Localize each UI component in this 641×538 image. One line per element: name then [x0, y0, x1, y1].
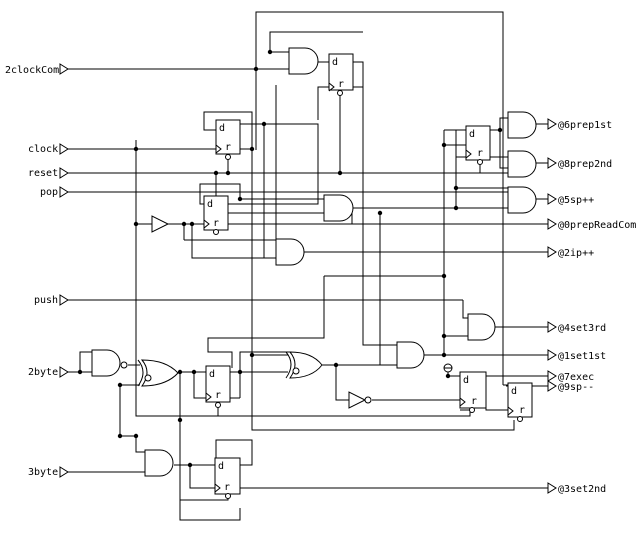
output-prep1st: @6prep1st — [536, 118, 612, 131]
flipflop-3byte: d r — [214, 457, 241, 499]
ff-d-label: d — [219, 123, 225, 134]
or-gate-left — [137, 359, 179, 387]
output-label-prep1st: @6prep1st — [558, 120, 612, 131]
flipflop-clock: d r — [215, 119, 241, 160]
ff-d-label: d — [218, 461, 224, 472]
output-set2nd: @3set2nd — [240, 482, 606, 495]
ff-d-label: d — [463, 375, 469, 386]
inverter-prepreadcom — [151, 215, 180, 233]
inverter-exec — [348, 391, 372, 409]
output-prepreadcom: @0prepReadCom — [228, 218, 636, 231]
output-set3rd: @4set3rd — [495, 321, 606, 334]
input-label-3byte: 3byte — [28, 467, 58, 478]
and-gate-set1st — [396, 341, 425, 369]
output-label-sp-dec: @9sp-- — [558, 382, 594, 393]
input-3byte: 3byte — [28, 466, 145, 478]
and-gate-prep2nd — [507, 150, 537, 178]
nand-gate-2byte — [91, 349, 128, 377]
input-pop: pop — [40, 186, 508, 198]
flipflop-pop: d r — [203, 195, 229, 235]
ff-r-label: r — [224, 482, 230, 493]
output-sp-inc: @5sp++ — [536, 193, 594, 206]
ff-r-label: r — [215, 390, 221, 401]
input-label-pop: pop — [40, 187, 58, 198]
wires — [79, 11, 515, 521]
output-set1st: @1set1st — [424, 349, 606, 362]
input-label-reset: reset — [28, 168, 58, 179]
ff-r-label: r — [519, 405, 525, 416]
output-label-set3rd: @4set3rd — [558, 323, 606, 334]
ff-d-label: d — [469, 129, 475, 140]
input-clock: clock — [28, 143, 218, 155]
ff-r-label: r — [338, 79, 344, 90]
output-exec: @7exec — [486, 370, 594, 383]
ff-r-label: r — [477, 148, 483, 159]
ff-r-label: r — [225, 142, 231, 153]
and-gate-prep1st — [507, 111, 537, 139]
input-label-push: push — [34, 295, 58, 306]
ff-r-label: r — [471, 396, 477, 407]
output-label-sp-inc: @5sp++ — [558, 195, 594, 206]
ff-d-label: d — [209, 369, 215, 380]
or-gate-middle — [285, 351, 323, 379]
input-push: push — [34, 294, 463, 306]
output-label-set2nd: @3set2nd — [558, 484, 606, 495]
input-reset: reset — [28, 167, 508, 179]
ff-d-label: d — [207, 199, 213, 210]
ff-r-label: r — [213, 218, 219, 229]
flipflop-prep: d r — [465, 125, 491, 165]
and-gate-prepreadcom — [323, 194, 354, 222]
flipflop-top: d r — [328, 53, 354, 96]
input-2byte: 2byte — [28, 366, 92, 378]
flipflop-2byte: d r — [205, 365, 231, 408]
output-label-set1st: @1set1st — [558, 351, 606, 362]
input-label-clock: clock — [28, 144, 58, 155]
output-label-ip-inc: @2ip++ — [558, 248, 594, 259]
output-label-prepreadcom: @0prepReadCom — [558, 220, 636, 231]
output-label-prep2nd: @8prep2nd — [558, 159, 612, 170]
ff-d-label: d — [511, 386, 517, 397]
flipflop-exec: d r — [443, 363, 487, 413]
and-gate-set3rd — [467, 313, 496, 341]
output-prep2nd: @8prep2nd — [536, 157, 612, 170]
input-2clockcom: 2clockCom — [5, 63, 289, 76]
input-label-2clockcom: 2clockCom — [5, 65, 59, 76]
and-gate-3byte — [144, 449, 174, 477]
output-label-exec: @7exec — [558, 372, 594, 383]
output-ip-inc: @2ip++ — [304, 246, 594, 259]
and-gate-ip-inc — [275, 238, 305, 266]
flipflop-spdec: d r — [507, 382, 533, 422]
ff-d-label: d — [332, 57, 338, 68]
and-gate-sp-inc — [507, 186, 537, 214]
junctions — [77, 49, 503, 468]
input-label-2byte: 2byte — [28, 367, 58, 378]
and-gate-2clockcom — [288, 47, 319, 75]
